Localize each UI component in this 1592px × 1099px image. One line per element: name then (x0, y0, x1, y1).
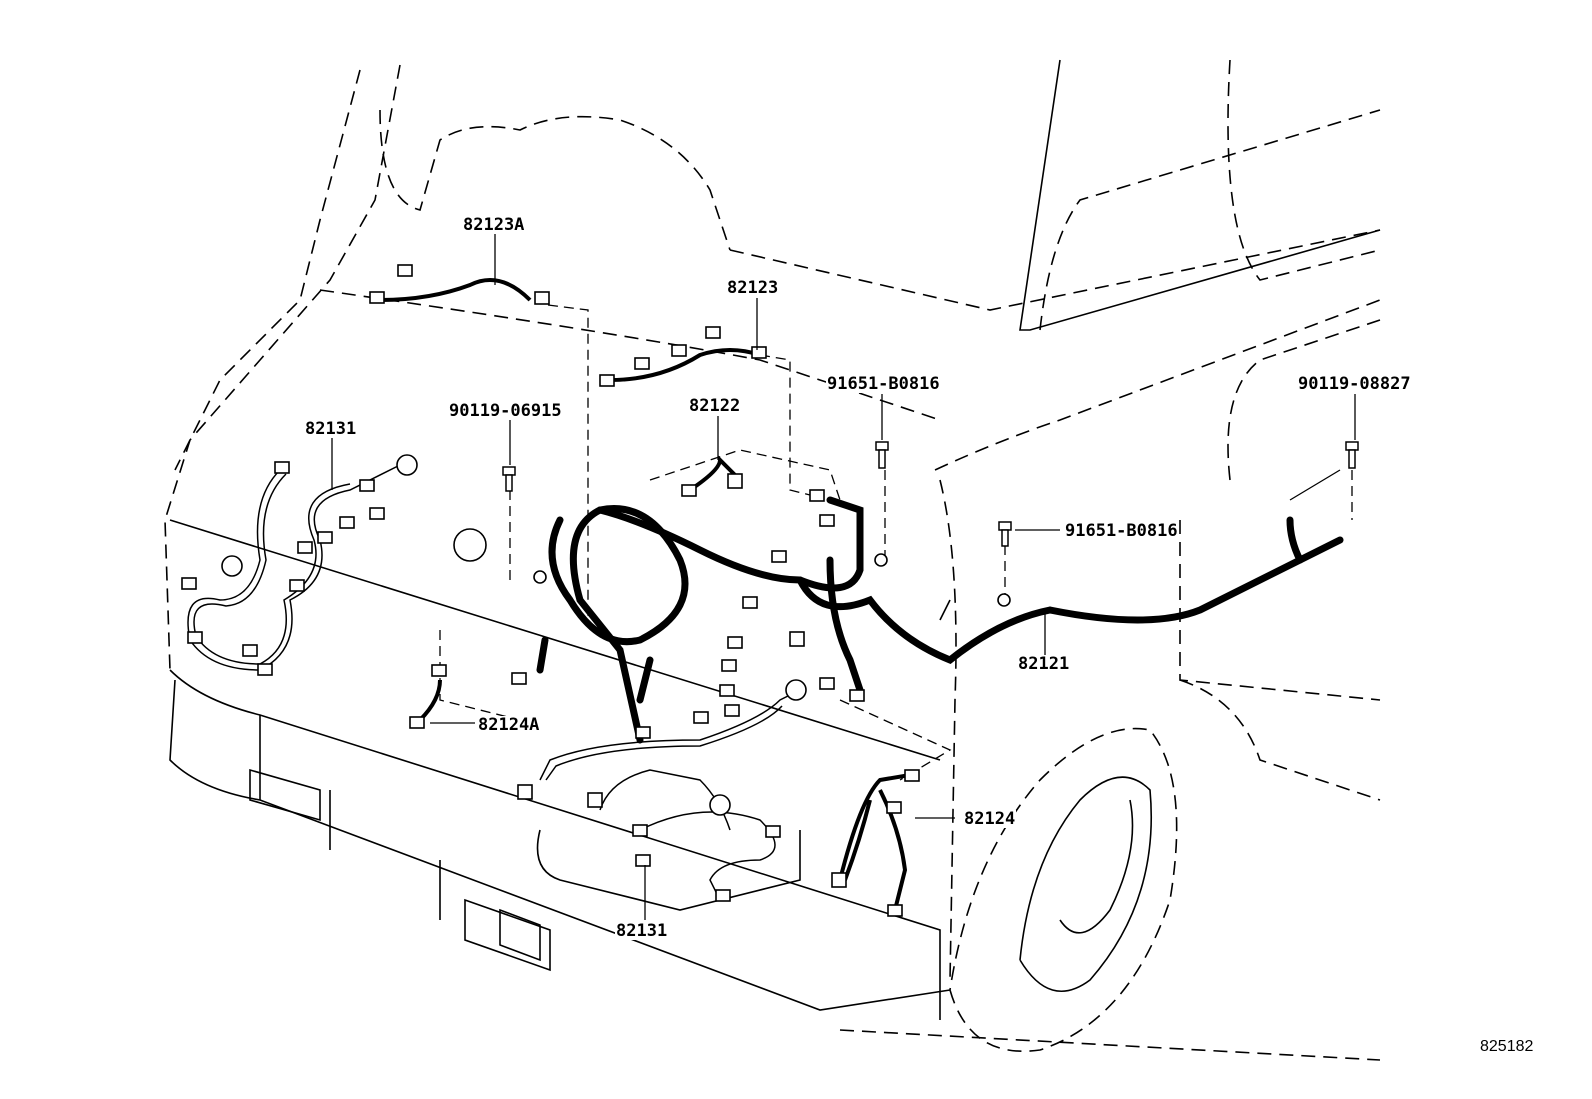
bolt-icon-91651-mid (998, 521, 1012, 547)
part-label-82123[interactable]: 82123 (726, 278, 780, 298)
bolt-icons (502, 441, 1359, 547)
thin-harnesses (379, 278, 911, 911)
part-label-82122[interactable]: 82122 (688, 396, 742, 416)
part-label-90119-08827[interactable]: 90119-08827 (1297, 374, 1412, 394)
engine-room-harness-82121 (536, 496, 1344, 744)
figure-number: 825182 (1480, 1038, 1534, 1055)
part-label-82124[interactable]: 82124 (963, 809, 1017, 829)
leader-lines (331, 233, 1356, 920)
part-label-82123A[interactable]: 82123A (462, 215, 526, 235)
part-label-82124A[interactable]: 82124A (477, 715, 541, 735)
part-label-91651-B0816-top[interactable]: 91651-B0816 (826, 374, 941, 394)
part-label-91651-B0816-mid[interactable]: 91651-B0816 (1064, 521, 1179, 541)
bolt-icon-90119-06915 (502, 466, 516, 492)
connectors (181, 264, 1011, 917)
part-label-90119-06915[interactable]: 90119-06915 (448, 401, 563, 421)
front-harness-82131 (187, 464, 801, 901)
bolt-icon-91651-top (875, 441, 889, 469)
part-label-82121[interactable]: 82121 (1017, 654, 1071, 674)
part-label-82131-top[interactable]: 82131 (304, 419, 358, 439)
bolt-icon-90119-08827 (1345, 441, 1359, 469)
part-label-82131-bottom[interactable]: 82131 (615, 921, 669, 941)
